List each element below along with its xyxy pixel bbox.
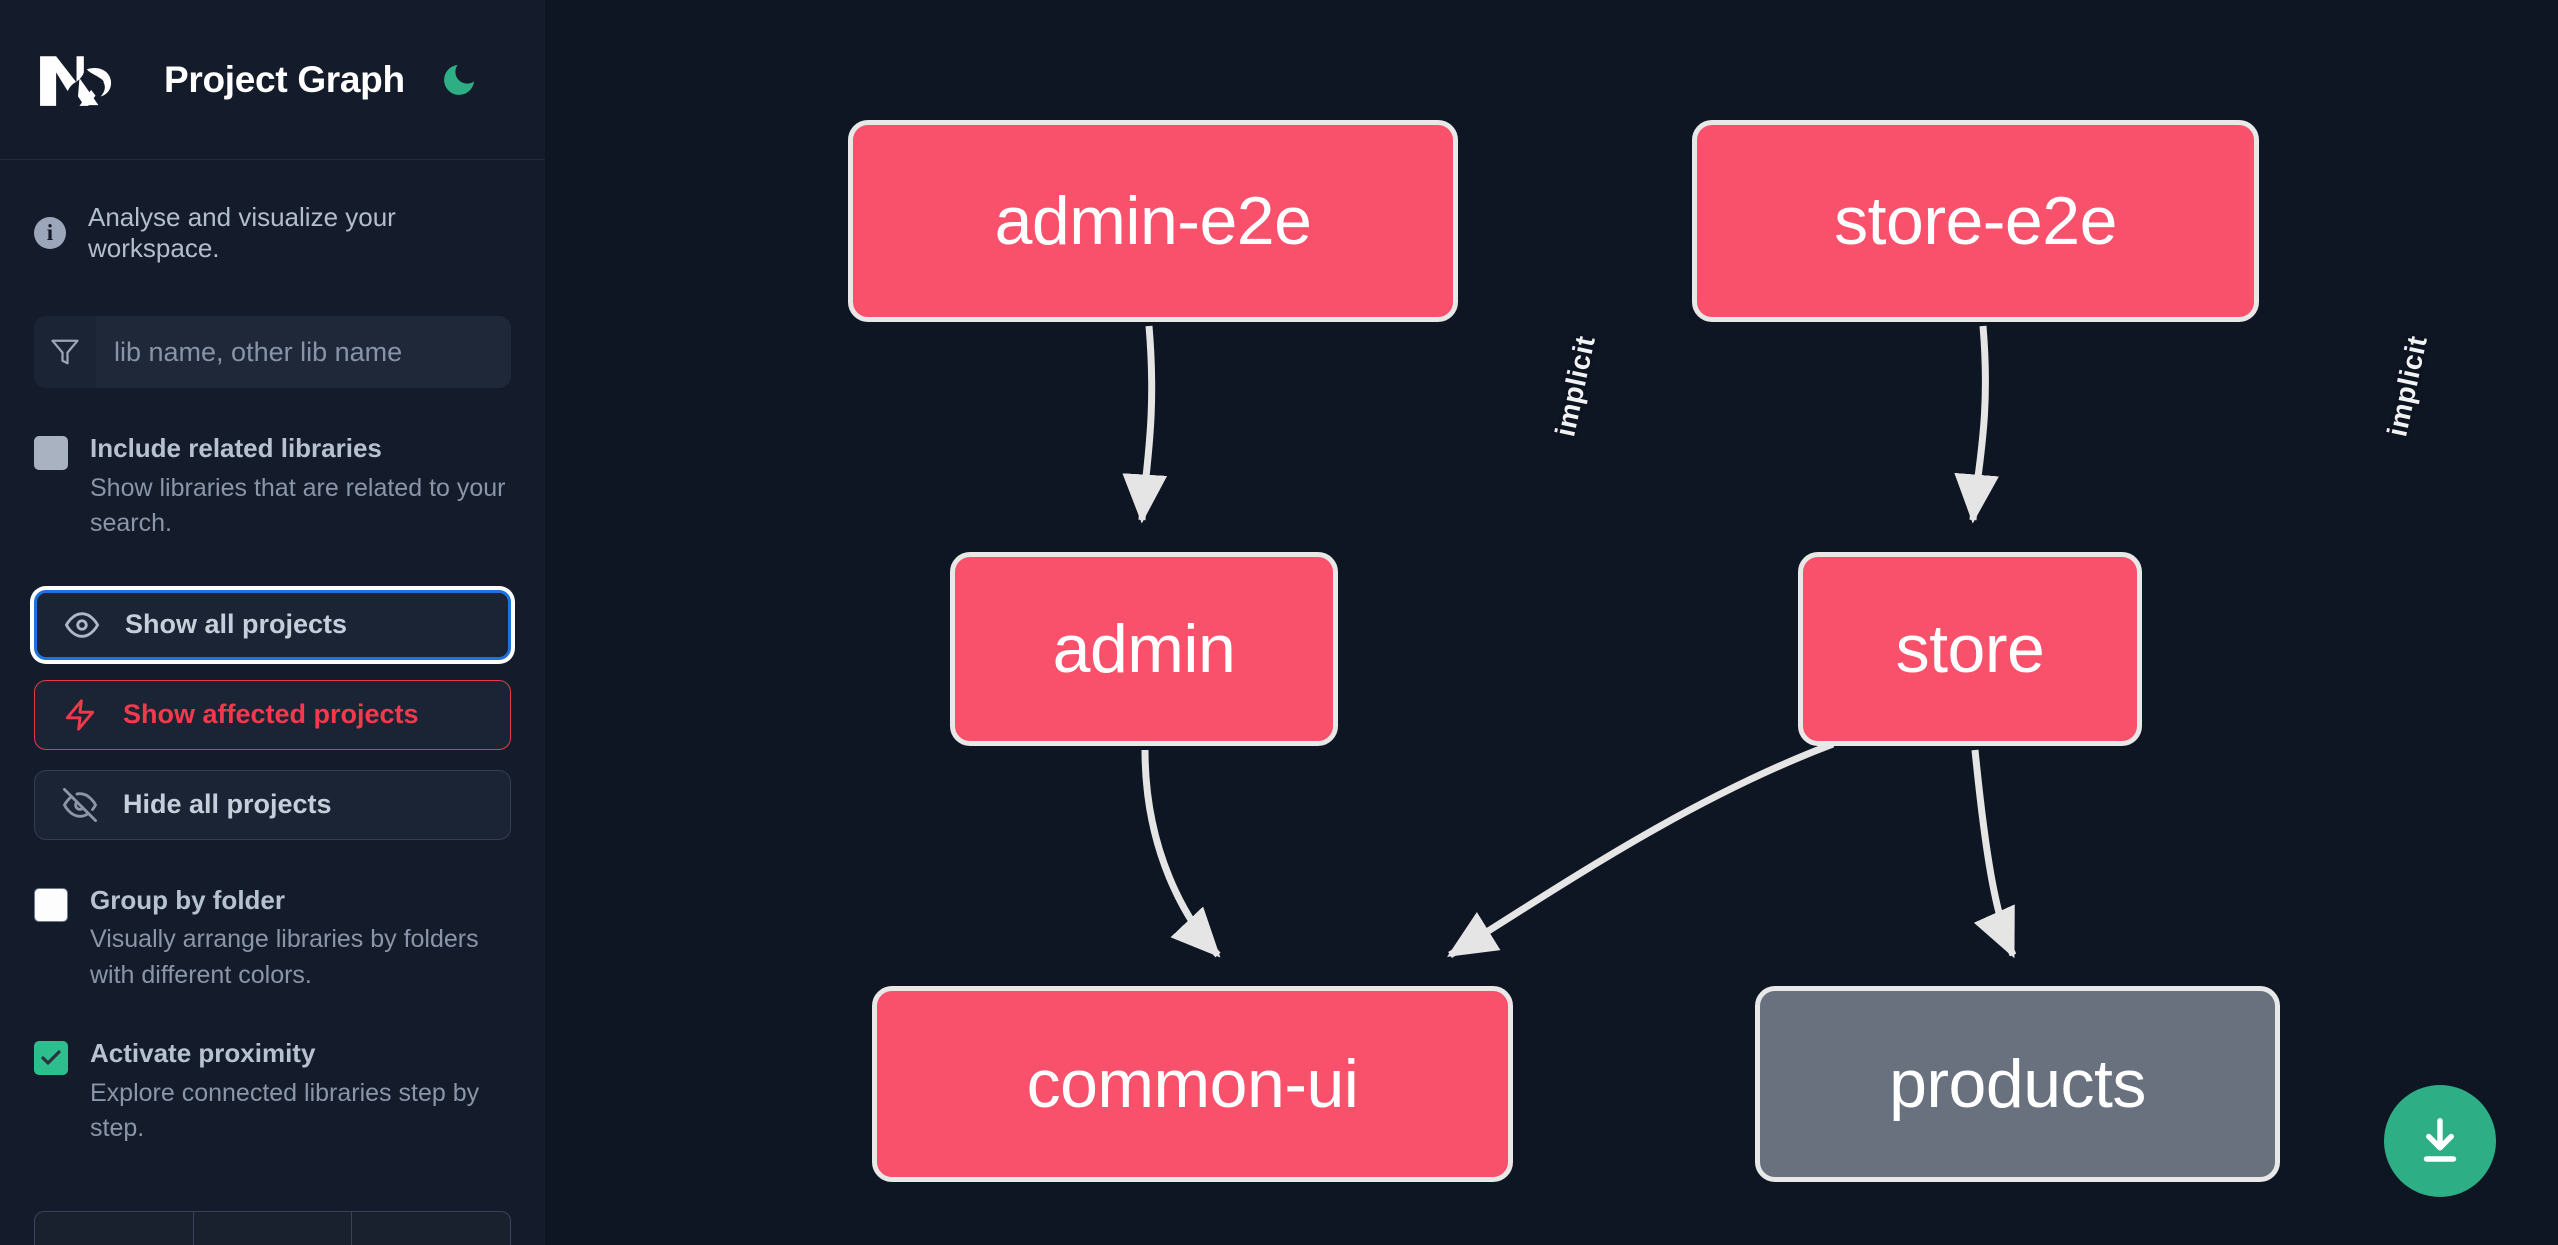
tracing-segment-end[interactable] (352, 1212, 510, 1245)
graph-node-store-e2e[interactable]: store-e2e (1692, 120, 2259, 322)
hide-all-projects-button[interactable]: Hide all projects (34, 769, 511, 840)
info-icon: i (34, 217, 66, 249)
node-label: products (1889, 1046, 2146, 1122)
show-all-projects-button[interactable]: Show all projects (34, 589, 511, 660)
search-input[interactable] (96, 316, 511, 388)
graph-node-store[interactable]: store (1798, 552, 2142, 746)
node-label: admin-e2e (994, 183, 1312, 259)
checkbox-description: Show libraries that are related to your … (90, 473, 506, 538)
sidebar-body: i Analyse and visualize your workspace. … (0, 202, 545, 1147)
tracing-button-group[interactable] (34, 1211, 511, 1245)
moon-icon[interactable] (437, 58, 481, 102)
sidebar: Project Graph i Analyse and visualize yo… (0, 0, 545, 1245)
node-label: store (1895, 611, 2045, 687)
edge-store-e2e-to-store (1954, 325, 1999, 524)
checkbox-activate-proximity[interactable]: Activate proximity Explore connected lib… (34, 1037, 511, 1147)
graph-canvas[interactable]: admin-e2e store-e2e admin store common-u… (545, 0, 2558, 1245)
eye-off-icon (63, 787, 97, 822)
node-label: store-e2e (1834, 183, 2117, 259)
filter-icon (34, 316, 96, 388)
node-label: admin (1052, 611, 1236, 687)
edge-store-to-common-ui (1447, 740, 1835, 958)
sidebar-header: Project Graph (0, 0, 545, 160)
checkbox-group-by-folder[interactable]: Group by folder Visually arrange librari… (34, 884, 511, 994)
lightning-icon (63, 698, 97, 732)
edge-admin-to-common-ui (1141, 749, 1221, 958)
checkbox-include-related-libraries[interactable]: Include related libraries Show libraries… (34, 432, 511, 542)
search-field[interactable] (34, 316, 511, 388)
graph-node-admin[interactable]: admin (950, 552, 1338, 746)
edge-admin-e2e-to-admin (1122, 325, 1168, 524)
checkbox-label: Include related libraries (90, 433, 382, 463)
checkbox-box[interactable] (34, 436, 68, 470)
tracing-segment-middle[interactable] (194, 1212, 353, 1245)
page-title: Project Graph (164, 58, 405, 100)
tagline-text: Analyse and visualize your workspace. (88, 202, 396, 263)
checkbox-label: Activate proximity (90, 1038, 316, 1068)
edge-store-to-products (1971, 749, 2017, 959)
download-button[interactable] (2384, 1085, 2496, 1197)
checkbox-box[interactable] (34, 1041, 68, 1075)
visibility-button-group: Show all projects Show affected projects (34, 589, 511, 840)
graph-node-admin-e2e[interactable]: admin-e2e (848, 120, 1458, 322)
eye-icon (65, 608, 99, 642)
show-affected-projects-label: Show affected projects (123, 699, 419, 729)
hide-all-projects-label: Hide all projects (123, 789, 332, 819)
graph-edges (1122, 325, 2017, 959)
checkbox-description: Visually arrange libraries by folders wi… (90, 925, 479, 989)
tracing-segment-start[interactable] (35, 1212, 194, 1245)
node-label: common-ui (1026, 1046, 1359, 1122)
nx-logo-icon (34, 49, 122, 111)
checkbox-label: Group by folder (90, 884, 285, 915)
checkbox-description: Explore connected libraries step by step… (90, 1078, 480, 1143)
checkbox-box[interactable] (34, 887, 68, 922)
show-affected-projects-button[interactable]: Show affected projects (34, 679, 511, 750)
graph-node-common-ui[interactable]: common-ui (872, 986, 1513, 1182)
show-all-projects-label: Show all projects (125, 609, 348, 639)
download-icon (2413, 1114, 2467, 1168)
graph-node-products[interactable]: products (1755, 986, 2280, 1182)
tagline: i Analyse and visualize your workspace. (34, 202, 511, 264)
